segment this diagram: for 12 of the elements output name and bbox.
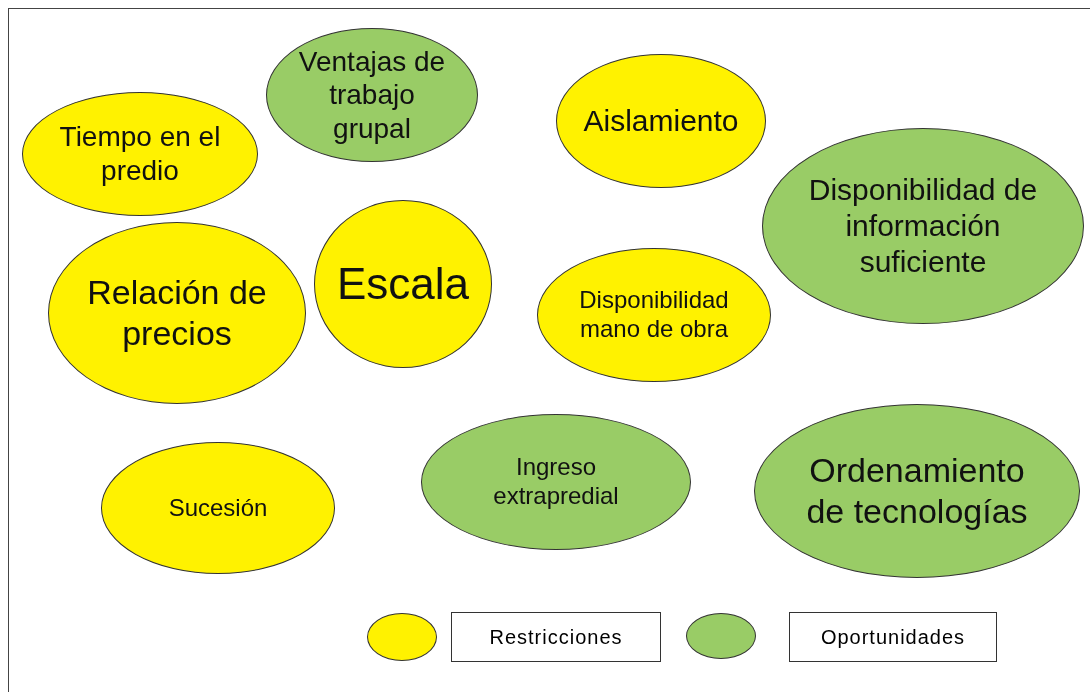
node-text: Tiempo en el predio: [58, 120, 222, 188]
node-text: Aislamiento: [583, 103, 739, 139]
legend-label: Oportunidades: [789, 612, 997, 662]
node-text: Escala: [336, 257, 470, 310]
legend-label: Restricciones: [451, 612, 661, 662]
node-text: Ordenamiento de tecnologías: [805, 450, 1029, 532]
node-text: Relación de precios: [87, 272, 267, 354]
node-text: Disponibilidad de información suficiente: [808, 172, 1038, 280]
node-text: Ingreso extrapredial: [492, 453, 620, 511]
node-text: Ventajas de trabajo grupal: [297, 44, 447, 146]
node-text: Disponibilidad mano de obra: [578, 286, 730, 344]
node-text: Sucesión: [168, 493, 268, 523]
